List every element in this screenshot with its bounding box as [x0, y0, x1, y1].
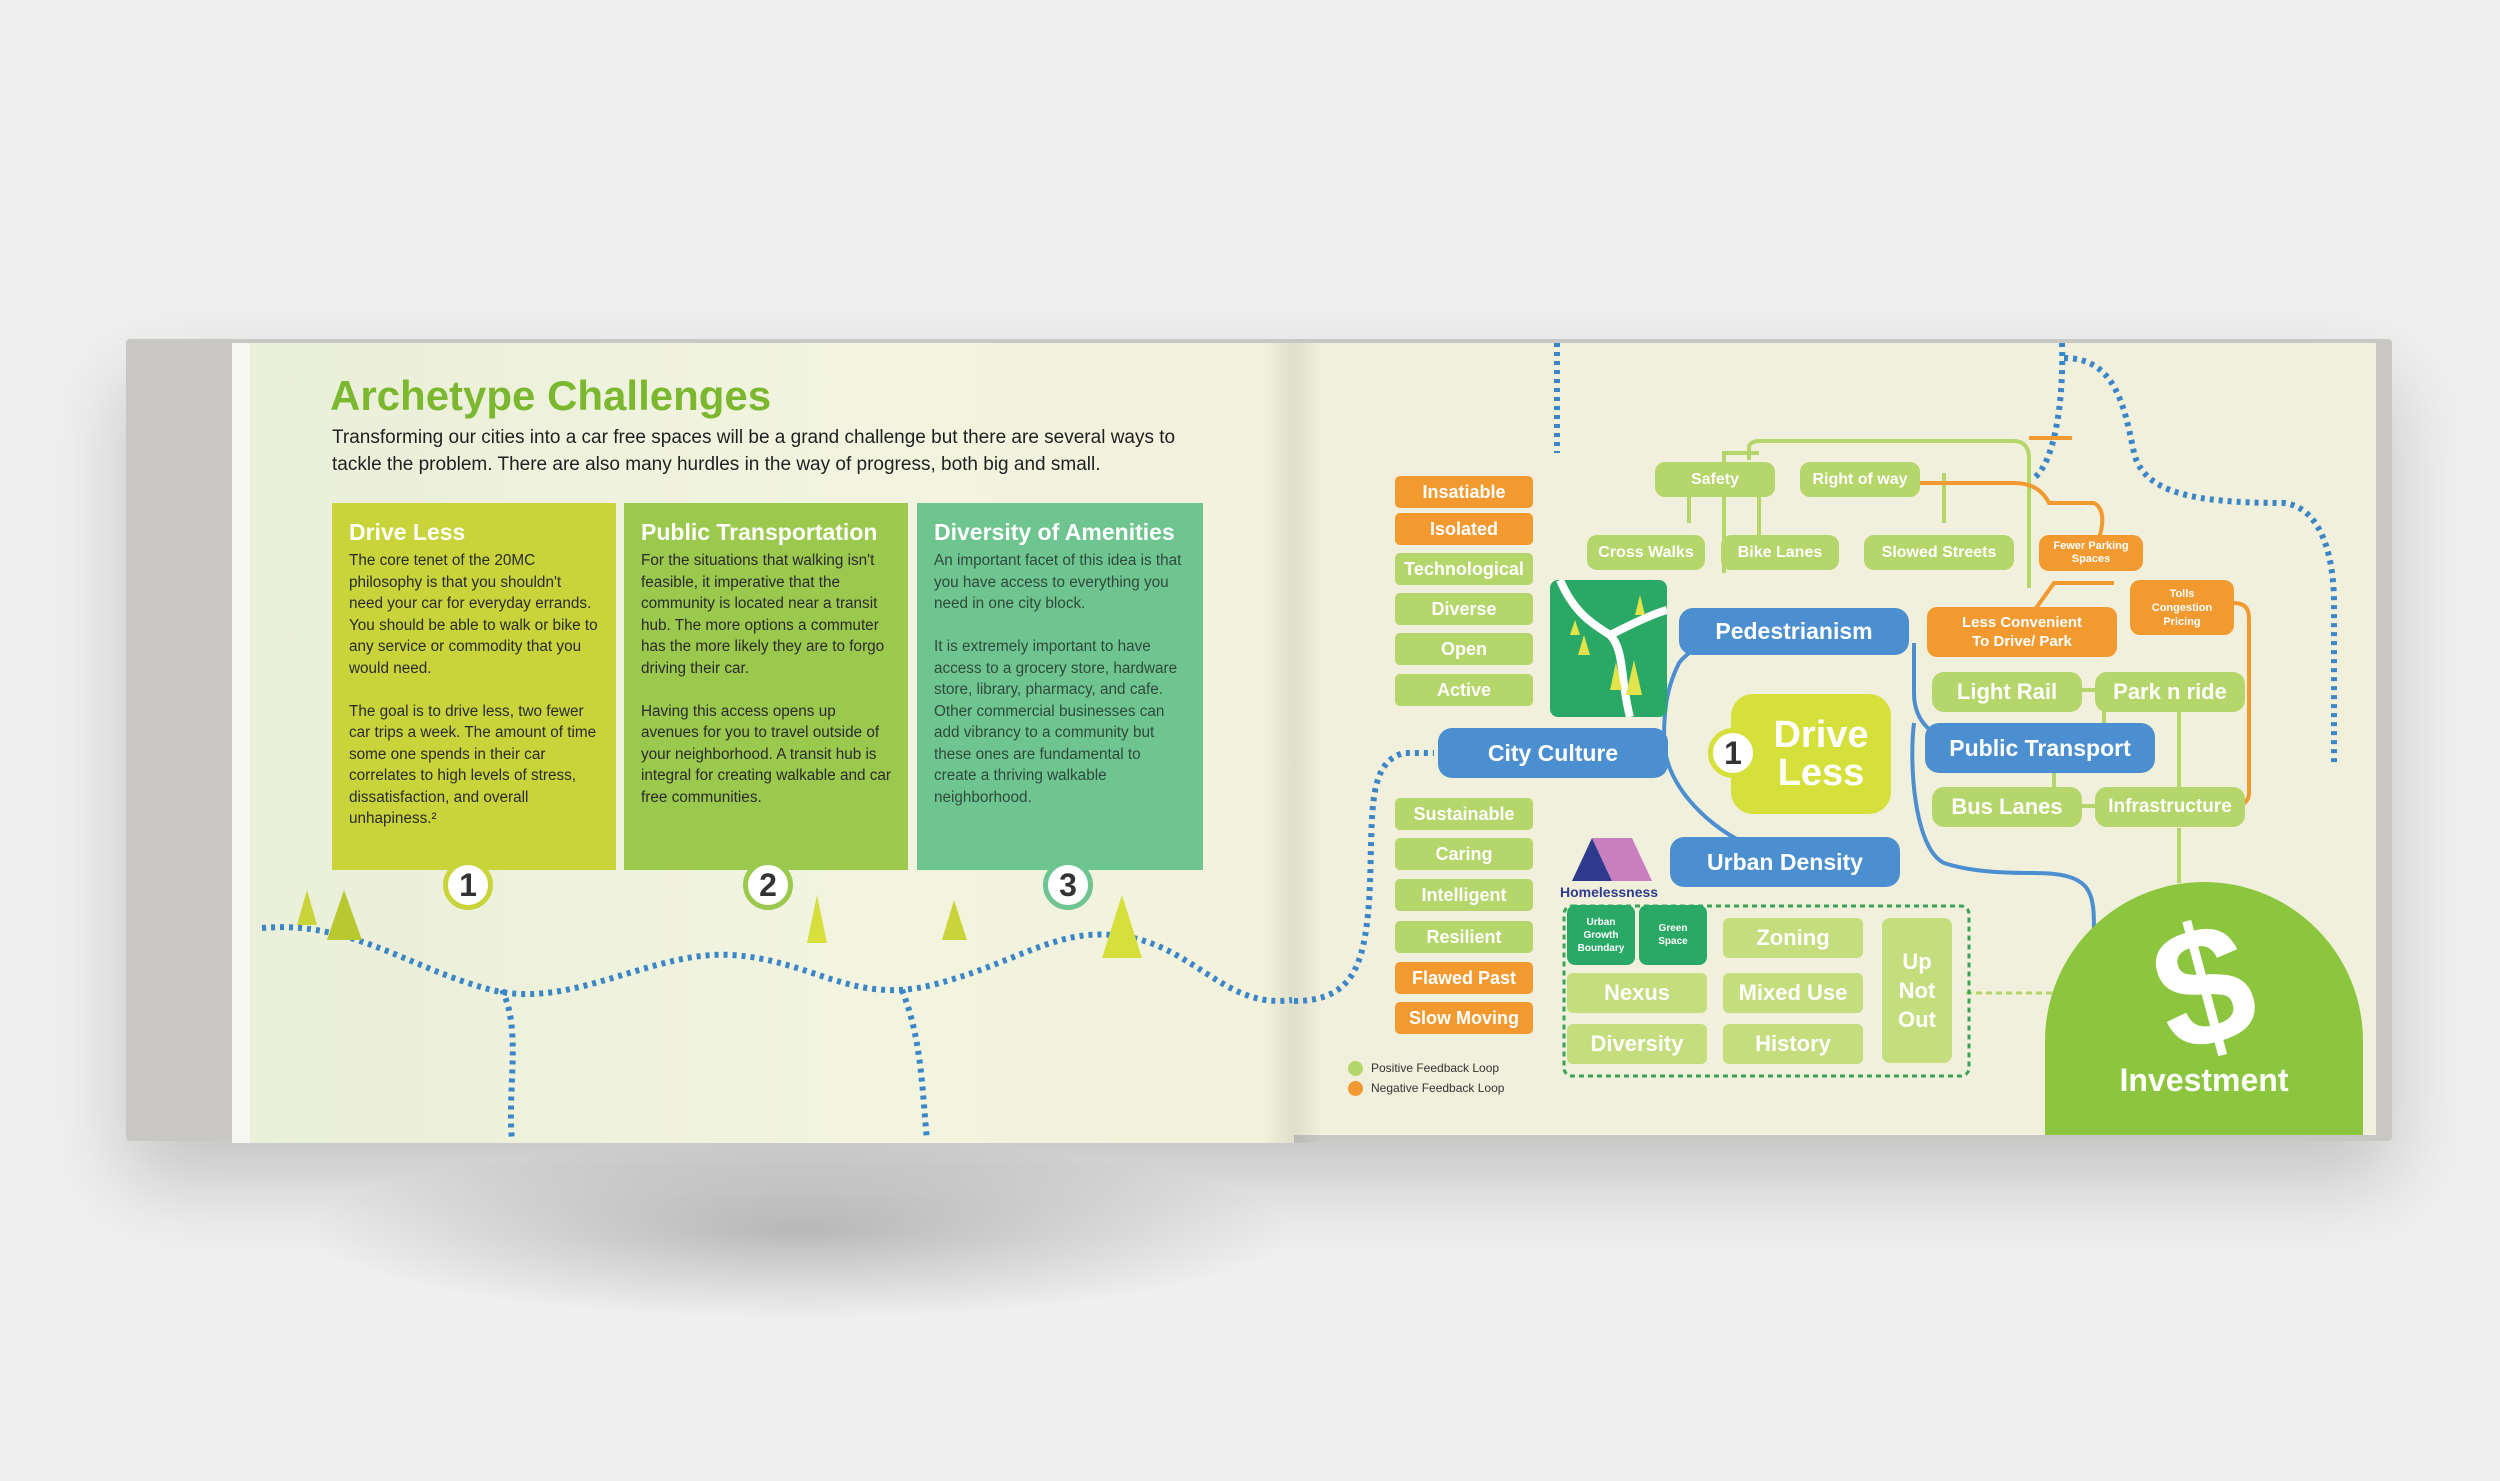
mixed-use-node: Mixed Use [1723, 973, 1863, 1013]
column-title: Public Transportation [641, 519, 878, 545]
resilient-label: Resilient [1395, 921, 1533, 953]
column-drive-less: Drive Less The core tenet of the 20MC ph… [332, 503, 616, 870]
light-rail-node: Light Rail [1932, 672, 2082, 712]
legend: Positive Feedback Loop Negative Feedback… [1348, 1058, 1504, 1098]
column-body: For the situations that walking isn't fe… [641, 552, 891, 806]
column-diversity-of-amenities: Diversity of Amenities An important face… [917, 503, 1203, 870]
isolated-label: Isolated [1395, 513, 1533, 545]
column-public-transportation: Public Transportation For the situations… [624, 503, 908, 870]
legend-label: Positive Feedback Loop [1371, 1061, 1500, 1075]
technological-label: Technological [1395, 553, 1533, 585]
legend-item-negative: Negative Feedback Loop [1348, 1078, 1504, 1098]
left-path-decoration [261, 890, 1293, 1141]
column-body: The core tenet of the 20MC philosophy is… [349, 552, 598, 827]
intro-paragraph: Transforming our cities into a car free … [332, 427, 1176, 475]
green-space-node: Green Space [1639, 905, 1707, 965]
column-title: Drive Less [349, 519, 466, 545]
public-transport-hub: Public Transport [1925, 723, 2155, 773]
infrastructure-node: Infrastructure [2095, 787, 2245, 827]
open-label: Open [1395, 633, 1533, 665]
urban-growth-node: Urban Growth Boundary [1567, 905, 1635, 965]
book-shadow [300, 1140, 1300, 1320]
number-circle-1: 1 [443, 860, 493, 910]
legend-swatch-orange [1348, 1080, 1363, 1096]
house-icon [1572, 838, 1652, 881]
fewer-parking-node: Fewer Parking Spaces [2039, 535, 2143, 571]
column-title: Diversity of Amenities [934, 519, 1175, 545]
insatiable-label: Insatiable [1395, 476, 1533, 508]
less-convenient-node: Less Convenient To Drive/ Park [1927, 607, 2117, 657]
active-label: Active [1395, 674, 1533, 706]
slowed-streets-node: Slowed Streets [1864, 535, 2014, 570]
investment-label: Investment [2119, 1062, 2289, 1098]
diverse-label: Diverse [1395, 593, 1533, 625]
cross-walks-node: Cross Walks [1587, 535, 1705, 570]
right-of-way-node: Right of way [1800, 462, 1920, 497]
intelligent-label: Intelligent [1395, 879, 1533, 911]
legend-swatch-green [1348, 1060, 1363, 1076]
tolls-node: Tolls Congestion Pricing [2130, 580, 2234, 635]
homelessness-label: Homelessness [1560, 884, 1659, 900]
history-node: History [1723, 1024, 1863, 1064]
bike-lanes-node: Bike Lanes [1721, 535, 1839, 570]
zoning-node: Zoning [1723, 918, 1863, 958]
park-n-ride-node: Park n ride [2095, 672, 2245, 712]
pedestrianism-hub: Pedestrianism [1679, 608, 1909, 655]
left-page-edge [232, 343, 250, 1143]
drive-less-label: Drive Less [1773, 714, 1869, 794]
page-title: Archetype Challenges [330, 372, 772, 419]
sustainable-label: Sustainable [1395, 798, 1533, 830]
diversity-node: Diversity [1567, 1024, 1707, 1064]
bus-lanes-node: Bus Lanes [1932, 787, 2082, 827]
park-icon [1550, 580, 1667, 717]
book-spine [1262, 343, 1322, 1143]
legend-label: Negative Feedback Loop [1371, 1081, 1505, 1095]
flawed-past-label: Flawed Past [1395, 962, 1533, 994]
caring-label: Caring [1395, 838, 1533, 870]
urban-density-hub: Urban Density [1670, 837, 1900, 887]
up-not-out-node: Up Not Out [1882, 918, 1952, 1063]
nexus-node: Nexus [1567, 973, 1707, 1013]
number-circle-3: 3 [1043, 860, 1093, 910]
number-circle-2: 2 [743, 860, 793, 910]
investment-circle: $ Investment [2045, 882, 2363, 1135]
legend-item-positive: Positive Feedback Loop [1348, 1058, 1504, 1078]
safety-node: Safety [1655, 462, 1775, 497]
slow-moving-label: Slow Moving [1395, 1002, 1533, 1034]
column-body: An important facet of this idea is that … [934, 552, 1182, 806]
center-number-circle: 1 [1708, 728, 1758, 778]
city-culture-hub: City Culture [1438, 728, 1668, 778]
